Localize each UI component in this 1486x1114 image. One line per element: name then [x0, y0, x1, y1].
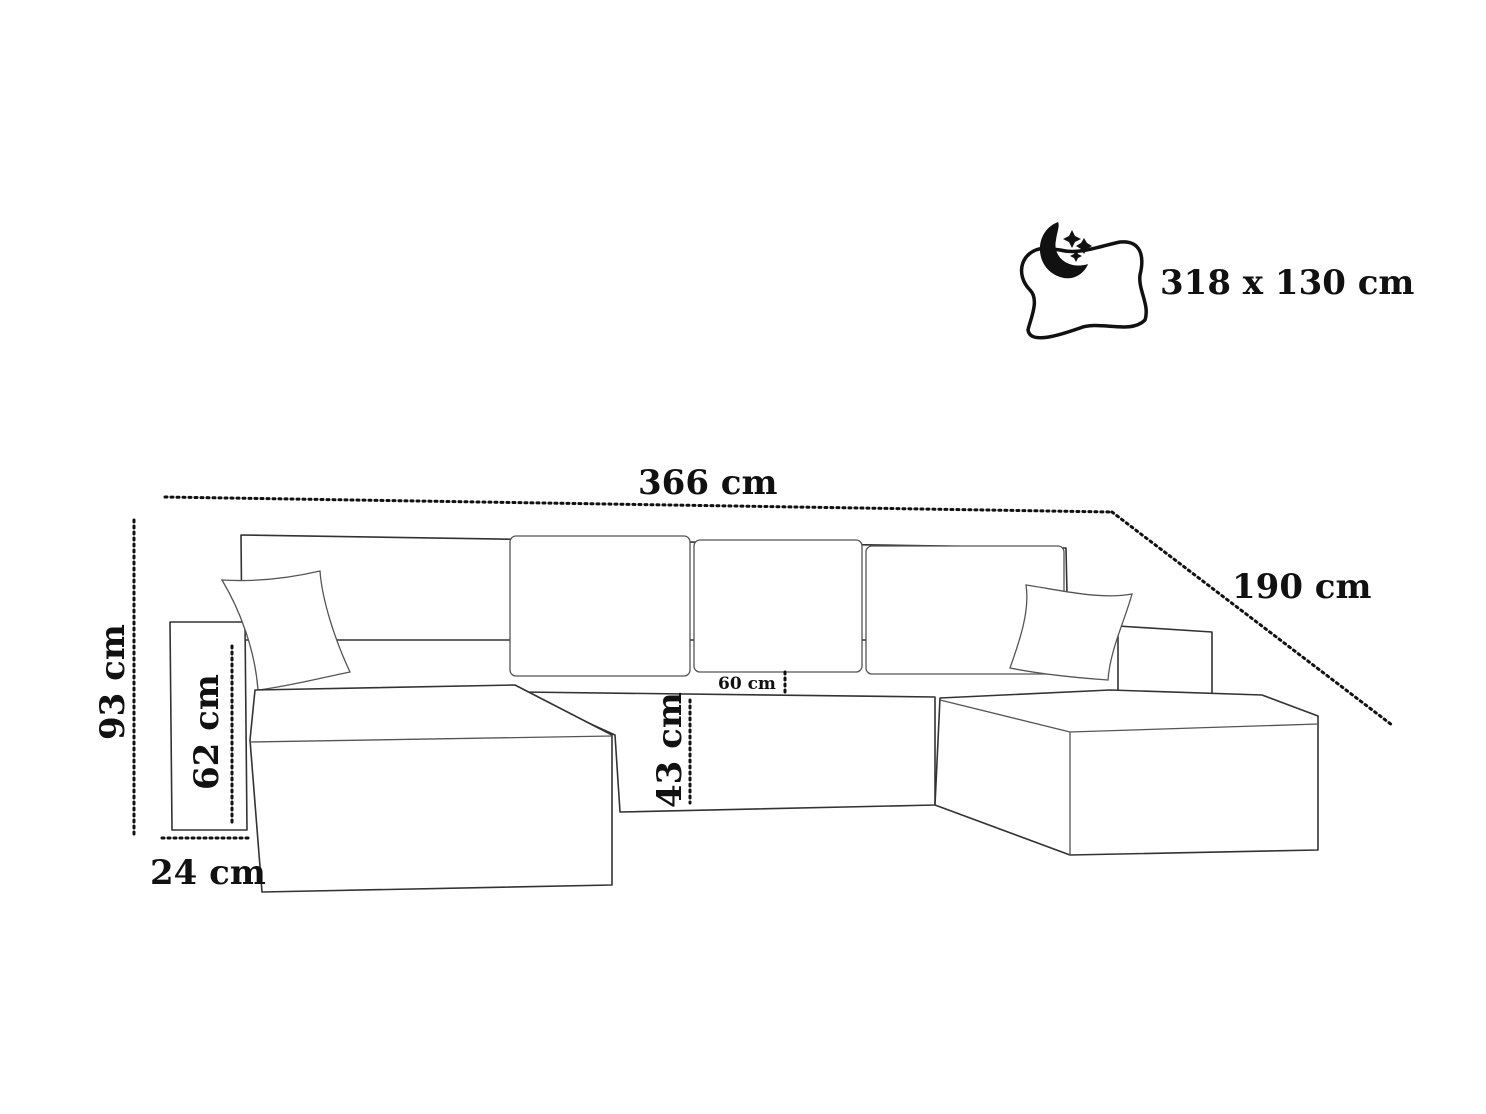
left-chaise — [249, 684, 613, 893]
chaise-seam — [939, 699, 1071, 733]
moon-icon — [1039, 222, 1088, 279]
sleep-area-icon — [1019, 222, 1148, 340]
armrest-width-label: 24 cm — [150, 853, 266, 893]
star-icon — [1076, 238, 1092, 254]
left-armrest — [169, 621, 248, 831]
depth-dimension-line — [1110, 510, 1394, 727]
throw-pillow — [1009, 584, 1133, 681]
sofa-illustration — [169, 534, 1319, 893]
chaise-seam — [249, 735, 613, 743]
throw-pillow — [220, 570, 351, 691]
back-cushion — [693, 539, 863, 673]
seat-depth-label: 60 cm — [718, 674, 776, 694]
armrest-height-label: 62 cm — [187, 674, 227, 790]
depth-label: 190 cm — [1232, 567, 1372, 607]
seat-height-label: 43 cm — [650, 692, 690, 808]
sleeping-area-label: 318 x 130 cm — [1160, 263, 1414, 303]
star-icon — [1070, 250, 1082, 262]
star-icon — [1063, 230, 1081, 248]
pillow-shape — [1019, 240, 1148, 340]
right-chaise — [934, 689, 1319, 856]
right-armrest — [1117, 625, 1213, 697]
height-label: 93 cm — [93, 624, 133, 740]
chaise-seam — [1069, 723, 1319, 733]
back-cushion — [509, 535, 691, 677]
width-dimension-line — [163, 495, 1114, 514]
width-label: 366 cm — [638, 463, 778, 503]
